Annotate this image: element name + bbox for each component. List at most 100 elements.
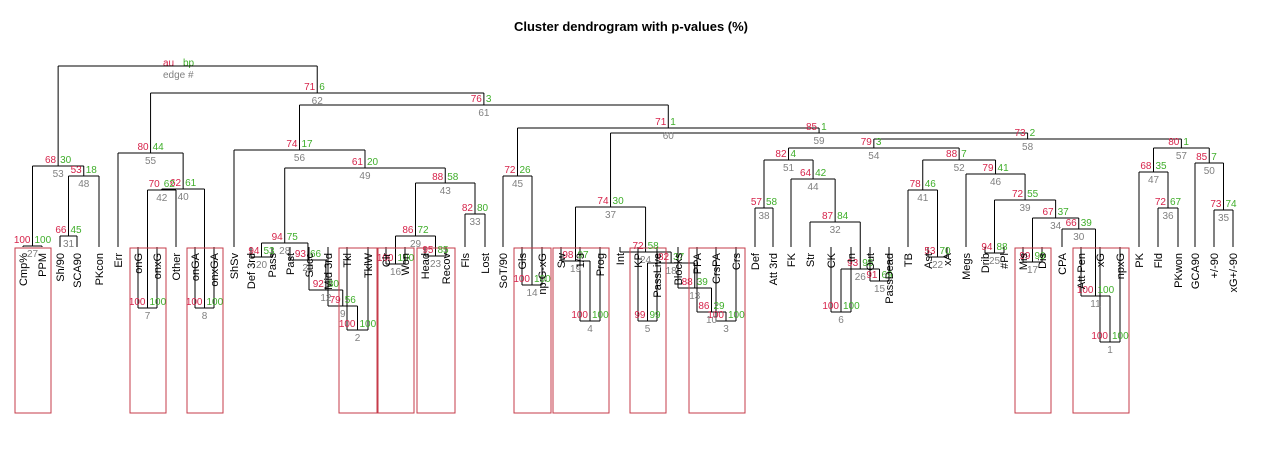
edge-number: 3 bbox=[723, 324, 729, 335]
au-value: 76 bbox=[471, 94, 483, 105]
bp-value: 37 bbox=[673, 252, 685, 263]
bp-value: 100 bbox=[360, 319, 377, 330]
bp-value: 70 bbox=[940, 246, 952, 257]
edge-number: 19 bbox=[570, 264, 582, 275]
au-value: 66 bbox=[55, 225, 67, 236]
leaf-label: Prog bbox=[595, 253, 607, 276]
au-value: 93 bbox=[847, 258, 859, 269]
au-value: 85 bbox=[806, 122, 818, 133]
significant-cluster-box bbox=[1072, 247, 1130, 414]
edge-number: 58 bbox=[1022, 142, 1034, 153]
edge-number: 4 bbox=[587, 324, 593, 335]
au-value: 53 bbox=[924, 246, 936, 257]
edge-number: 31 bbox=[63, 239, 75, 250]
bp-value: 1 bbox=[1183, 137, 1189, 148]
edge-number: 29 bbox=[410, 239, 422, 250]
bp-value: 85 bbox=[438, 245, 450, 256]
leaf-label: Str bbox=[805, 253, 817, 267]
au-value: 73 bbox=[1210, 199, 1222, 210]
leaf-label: Lost bbox=[480, 253, 492, 274]
edge-number: 60 bbox=[663, 131, 675, 142]
leaf-label: FK bbox=[786, 252, 798, 267]
leaf-label: PPM bbox=[37, 253, 49, 277]
significant-cluster-box bbox=[14, 247, 52, 414]
au-value: 71 bbox=[655, 117, 667, 128]
significant-cluster-box bbox=[513, 247, 552, 414]
au-value: 72 bbox=[504, 165, 516, 176]
bp-value: 53 bbox=[264, 246, 276, 257]
bp-value: 100 bbox=[843, 301, 860, 312]
edge-number: 30 bbox=[1073, 232, 1085, 243]
bp-value: 45 bbox=[71, 225, 83, 236]
au-value: 79 bbox=[982, 163, 994, 174]
leaf-label: #Pl bbox=[999, 253, 1011, 269]
bp-value: 61 bbox=[185, 178, 197, 189]
significant-cluster-box bbox=[338, 247, 378, 414]
au-value: 68 bbox=[1140, 161, 1152, 172]
edge-number: 18 bbox=[666, 266, 678, 277]
au-value: 100 bbox=[14, 235, 31, 246]
edge-number: 5 bbox=[645, 324, 651, 335]
leaf-label: Mis bbox=[1018, 253, 1030, 271]
au-value: 57 bbox=[751, 197, 763, 208]
au-value: 61 bbox=[352, 157, 364, 168]
au-value: 79 bbox=[861, 137, 873, 148]
edge-number: 28 bbox=[279, 246, 291, 257]
bp-value: 74 bbox=[1226, 199, 1238, 210]
au-value: 71 bbox=[304, 82, 316, 93]
bp-value: 100 bbox=[1098, 285, 1115, 296]
legend-bp: bp bbox=[183, 58, 195, 69]
bp-value: 58 bbox=[766, 197, 778, 208]
bp-value: 46 bbox=[925, 179, 937, 190]
leaf-label: Sh/90 bbox=[55, 253, 67, 282]
edge-number: 36 bbox=[1162, 211, 1174, 222]
au-value: 86 bbox=[402, 225, 414, 236]
edge-number: 22 bbox=[932, 260, 944, 271]
leaf-label: Ast bbox=[923, 253, 935, 269]
edge-number: 45 bbox=[512, 179, 524, 190]
edge-number: 35 bbox=[1218, 213, 1230, 224]
bp-value: 18 bbox=[86, 165, 98, 176]
edge-number: 44 bbox=[808, 182, 820, 193]
edge-number: 40 bbox=[178, 192, 190, 203]
bp-value: 6 bbox=[319, 82, 325, 93]
leaf-label: npxG bbox=[1115, 253, 1127, 279]
au-value: 100 bbox=[1091, 331, 1108, 342]
leaf-label: Past bbox=[285, 253, 297, 275]
au-value: 93 bbox=[295, 249, 307, 260]
bp-value: 29 bbox=[714, 301, 726, 312]
leaf-label: Fls bbox=[460, 253, 472, 268]
bp-value: 100 bbox=[35, 235, 52, 246]
leaf-label: Out bbox=[865, 253, 877, 271]
bp-value: 2 bbox=[1030, 128, 1036, 139]
bp-value: 84 bbox=[837, 211, 849, 222]
leaf-label: In bbox=[846, 253, 858, 262]
leaf-label: +/-90 bbox=[1209, 253, 1221, 278]
leaf-label: Blocks bbox=[673, 253, 685, 286]
bp-value: 97 bbox=[578, 250, 590, 261]
leaf-label: TB bbox=[903, 253, 915, 267]
bp-value: 55 bbox=[1027, 189, 1039, 200]
leaf-label: xG+/-90 bbox=[1228, 253, 1240, 292]
bp-value: 7 bbox=[961, 149, 967, 160]
bp-value: 42 bbox=[815, 168, 827, 179]
edge-number: 56 bbox=[294, 153, 306, 164]
bp-value: 1 bbox=[821, 122, 827, 133]
au-value: 98 bbox=[562, 250, 574, 261]
au-value: 70 bbox=[149, 179, 161, 190]
au-value: 100 bbox=[513, 274, 530, 285]
bp-value: 95 bbox=[862, 258, 874, 269]
edge-number: 13 bbox=[689, 291, 701, 302]
au-value: 99 bbox=[1019, 251, 1031, 262]
bp-value: 1 bbox=[670, 117, 676, 128]
bp-value: 100 bbox=[398, 253, 415, 264]
edge-number: 55 bbox=[145, 156, 157, 167]
leaf-label: Sw bbox=[556, 253, 568, 268]
au-value: 95 bbox=[422, 245, 434, 256]
bp-value: 100 bbox=[150, 297, 167, 308]
leaf-label: Fld bbox=[1153, 253, 1165, 268]
au-value: 88 bbox=[432, 172, 444, 183]
edge-number: 12 bbox=[320, 293, 332, 304]
